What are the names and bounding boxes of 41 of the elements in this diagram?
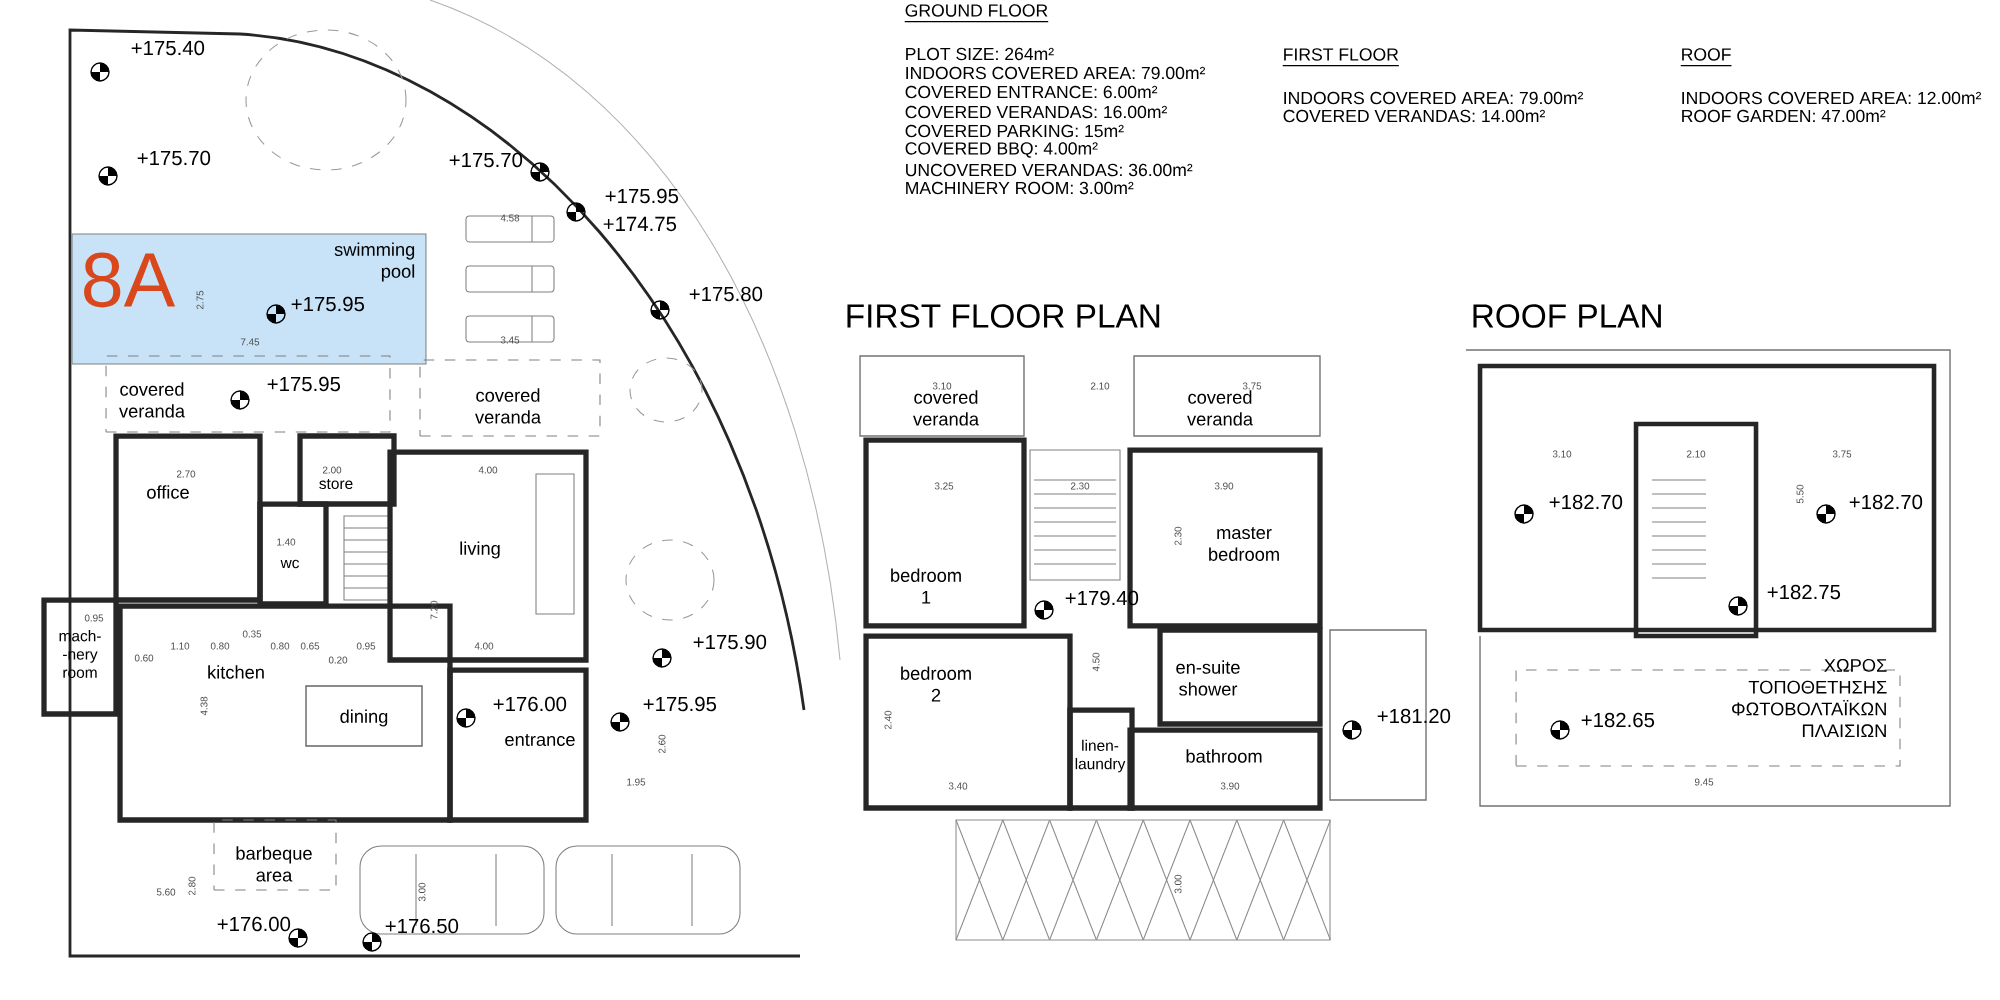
plan-title: ROOF PLAN [1473,304,1661,328]
elevation-label: +175.95 [605,188,679,204]
elevation-label: +175.90 [693,634,767,650]
elevation-label: +175.95 [643,696,717,712]
elevation-label: +176.00 [493,696,567,712]
area-note: COVERED BBQ: 4.00m² [905,142,1098,158]
area-note: COVERED VERANDAS: 16.00m² [905,105,1167,119]
node-label: ΧΩΡΟΣ [1824,658,1887,672]
room-outline: en-suite shower [1157,627,1323,727]
veranda-outline: covered veranda [419,359,601,437]
area-note: INDOORS COVERED AREA: 79.00m² [906,66,1206,80]
area-note: INDOORS COVERED AREA: 79.00m² [1284,91,1584,105]
area-note: MACHINERY ROOM: 3.00m² [906,181,1134,195]
elevation-label: +182.70 [1549,494,1623,510]
area-note: PLOT SIZE: 264m² [906,47,1054,61]
area-note: INDOORS COVERED AREA: 12.00m² [1682,91,1982,105]
area-note: UNCOVERED VERANDAS: 36.00m² [906,163,1193,177]
plot-number: 8A [84,252,176,308]
elevation-label: +181.20 [1377,708,1451,724]
elevation-label: +175.95 [291,296,365,312]
elevation-label: +174.75 [603,216,677,232]
elevation-label: +175.80 [689,286,763,302]
elevation-label: +175.70 [137,150,211,166]
elevation-label: +175.95 [267,376,341,392]
section-heading: ROOF [1680,48,1733,67]
elevation-label: +182.75 [1767,584,1841,600]
dining-table: dining [305,685,423,747]
elevation-label: +182.70 [1849,494,1923,510]
elevation-label: +176.50 [385,918,459,934]
plan-title: FIRST FLOOR PLAN [847,304,1160,328]
elevation-label: +175.40 [131,40,205,56]
area-note: ROOF GARDEN: 47.00m² [1682,109,1886,123]
area-note: COVERED ENTRANCE: 6.00m² [905,85,1158,99]
elevation-label: +176.00 [217,916,291,932]
elevation-label: +175.70 [449,152,523,168]
area-note: COVERED PARKING: 15m² [905,124,1124,138]
section-heading: FIRST FLOOR [1282,48,1400,67]
barbeque-area: barbeque area [213,819,337,891]
elevation-label: +182.65 [1581,712,1655,728]
section-heading: GROUND FLOOR [904,4,1049,23]
area-note: COVERED VERANDAS: 14.00m² [1283,109,1545,123]
